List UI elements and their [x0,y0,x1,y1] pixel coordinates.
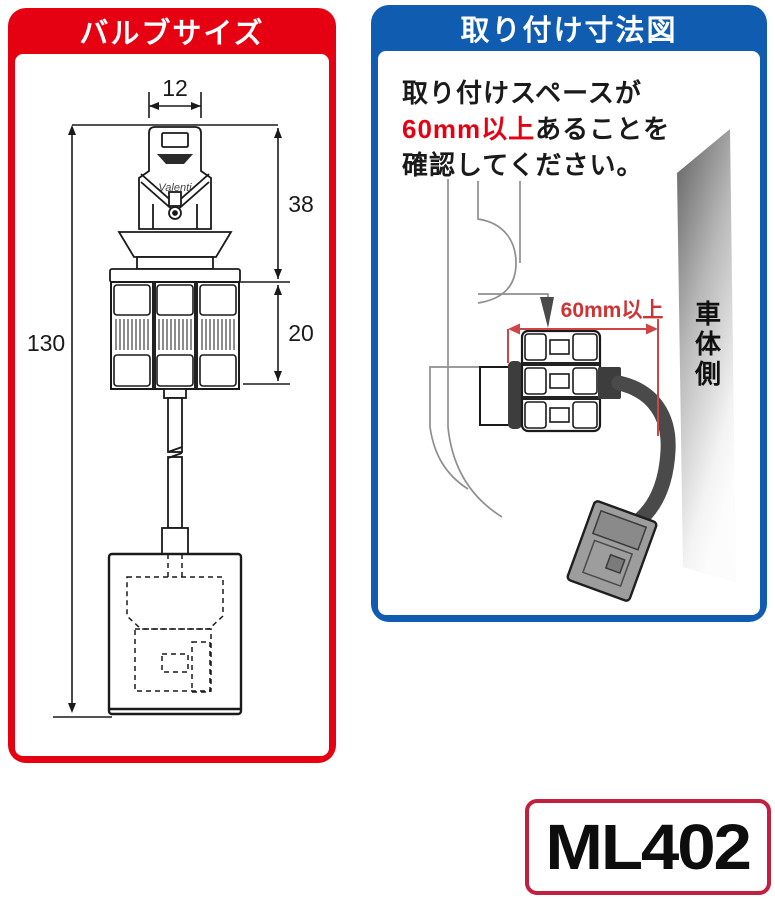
note-line-2-rest: あることを [535,114,671,144]
mounting-drawing: 車 体 側 [429,129,736,602]
bulb-head-drawing [138,126,212,230]
svg-text:車: 車 [695,299,721,329]
dimension-arrowheads [68,102,282,713]
heatsink-front-drawing [110,281,240,390]
model-number: ML402 [545,811,752,883]
dim-height-38: 38 [288,191,314,217]
bulb-side-view [479,329,621,433]
mounting-diagram-panel: 取り付け寸法図 車 体 側 [371,5,767,622]
mounting-note: 取り付けスペースが 60mm以上あることを 確認してください。 [402,75,670,183]
power-cable [611,375,676,531]
note-line-2: 60mm以上あることを [402,111,670,147]
connector-hidden-lines [126,554,224,693]
bulb-size-panel: バルブサイズ [8,8,336,763]
model-badge: ML402 [525,799,771,895]
note-line-1: 取り付けスペースが [402,78,642,108]
bulb-size-panel-title: バルブサイズ [79,18,265,50]
heatsink-fins [115,319,235,350]
dim-height-20: 20 [288,320,314,346]
dim-width-12: 12 [162,75,188,101]
mounting-diagram-body: 車 体 側 [378,51,760,615]
bulb-flange-drawing [109,231,241,283]
note-highlight-60mm: 60mm以上 [402,114,536,144]
bulb-dimension-drawing: 12 38 20 130 Valenti [27,75,314,718]
svg-text:側: 側 [694,359,721,389]
dim-height-130: 130 [27,330,65,356]
mounting-diagram-title: 取り付け寸法図 [460,15,678,47]
clearance-dimension-label: 60mm以上 [561,299,664,322]
brand-logo-script: Valenti [158,182,192,194]
connector-plug [566,500,658,602]
cable-drawing [161,388,189,555]
note-line-3: 確認してください。 [402,150,644,180]
body-side-label: 車 体 側 [694,299,722,389]
vehicle-body-band [677,129,736,583]
housing-wedge [540,297,554,328]
clearance-dimension: 60mm以上 [507,299,664,436]
bulb-size-panel-body: 12 38 20 130 Valenti [15,54,329,756]
svg-text:体: 体 [695,329,722,359]
connector-box-drawing [107,552,243,716]
